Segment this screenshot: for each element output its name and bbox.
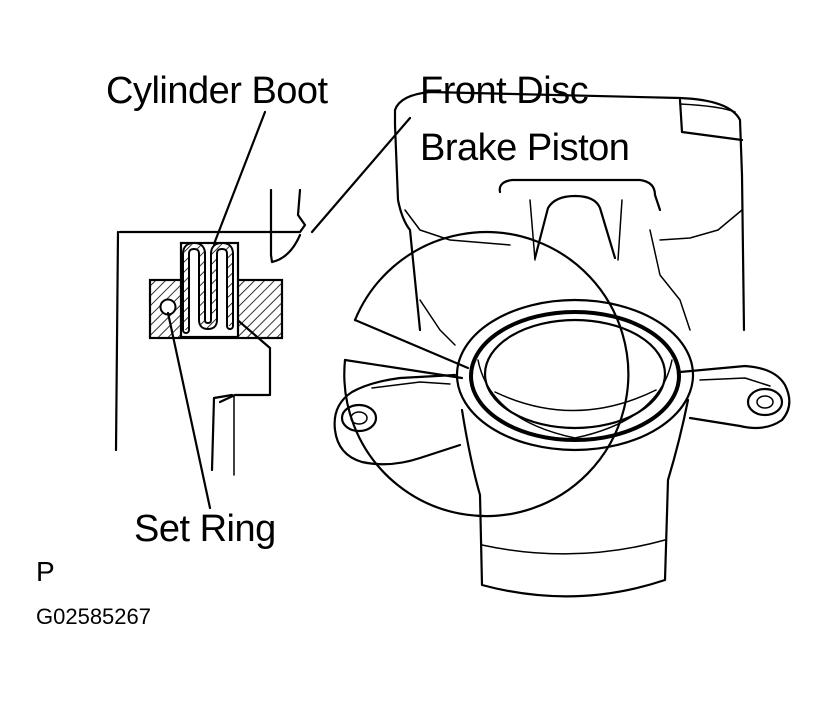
right-mounting-ear (678, 364, 791, 430)
brake-piston-label: Brake Piston (420, 127, 630, 169)
leader-lines (166, 110, 412, 510)
cylinder-boot-label: Cylinder Boot (106, 70, 328, 112)
set-ring-label: Set Ring (134, 508, 276, 550)
piston-assembly (455, 298, 695, 598)
caliper-body (393, 90, 746, 346)
page-letter: P (36, 556, 55, 587)
front-disc-label: Front Disc (420, 70, 589, 112)
detail-magnifier (114, 188, 630, 518)
left-mounting-ear (333, 373, 462, 466)
figure-id: G02585267 (36, 604, 151, 629)
